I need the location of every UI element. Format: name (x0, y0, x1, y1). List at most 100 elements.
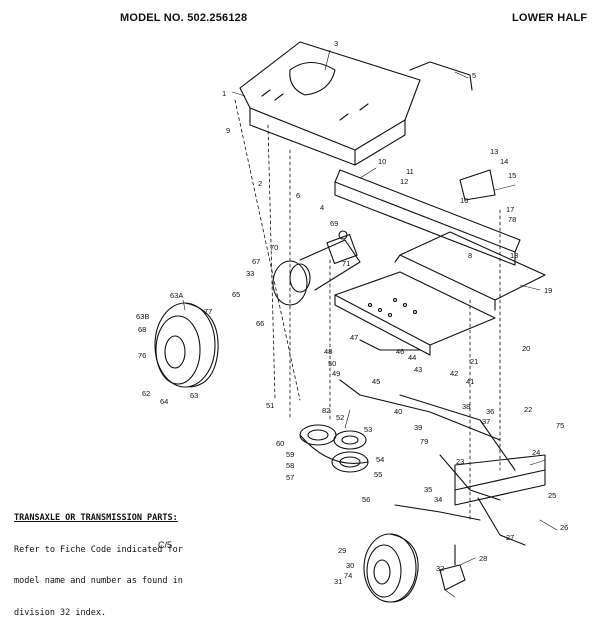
part-28: 28 (479, 554, 487, 563)
note-line-1: Refer to Fiche Code indicated for (14, 544, 183, 555)
part-26: 26 (560, 523, 568, 532)
part-67: 67 (252, 257, 260, 266)
part-33: 33 (246, 269, 254, 278)
part-63a: 63A (170, 291, 183, 300)
part-55: 55 (374, 470, 382, 479)
part-76: 76 (138, 351, 146, 360)
rear-tire (154, 302, 219, 388)
part-34: 34 (434, 495, 442, 504)
part-5: 5 (472, 71, 476, 80)
part-38: 38 (462, 402, 470, 411)
part-74: 74 (344, 571, 352, 580)
projection-lines (234, 99, 501, 521)
part-71: 71 (342, 259, 350, 268)
part-20: 20 (522, 344, 530, 353)
frame-rails (334, 169, 521, 266)
part-46: 46 (396, 347, 404, 356)
part-4: 4 (320, 203, 324, 212)
part-15: 15 (508, 171, 516, 180)
transaxle-assembly (272, 230, 361, 306)
part-68: 68 (138, 325, 146, 334)
part-19: 19 (544, 286, 552, 295)
part-8: 8 (468, 251, 472, 260)
part-10: 10 (378, 157, 386, 166)
part-21: 21 (470, 357, 478, 366)
footrest-pan-upper (394, 231, 546, 311)
part-47: 47 (350, 333, 358, 342)
part-48: 48 (324, 347, 332, 356)
part-2: 2 (258, 179, 262, 188)
part-37: 37 (482, 417, 490, 426)
part-6: 6 (296, 191, 300, 200)
part-70: 70 (270, 243, 278, 252)
part-53: 53 (364, 425, 372, 434)
part-27: 27 (506, 533, 514, 542)
part-36: 36 (486, 407, 494, 416)
part-22: 22 (524, 405, 532, 414)
exploded-parts-diagram: 1 2 3 4 5 6 8 9 10 11 12 13 14 15 16 17 … (136, 39, 568, 603)
part-79: 79 (420, 437, 428, 446)
part-50: 50 (328, 359, 336, 368)
note-line-3: division 32 index. (14, 607, 107, 618)
part-63: 63 (190, 391, 198, 400)
footrest-pan-lower (334, 271, 496, 356)
section-heading: LOWER HALF (512, 12, 588, 24)
part-44: 44 (408, 353, 416, 362)
part-54: 54 (376, 455, 384, 464)
part-1: 1 (222, 89, 226, 98)
part-31: 31 (334, 577, 342, 586)
part-69: 69 (330, 219, 338, 228)
part-callouts: 1 2 3 4 5 6 8 9 10 11 12 13 14 15 16 17 … (136, 39, 568, 586)
front-axle (454, 454, 546, 546)
part-35: 35 (424, 485, 432, 494)
part-58: 58 (286, 461, 294, 470)
part-59: 59 (286, 450, 294, 459)
leader-lines (182, 49, 558, 598)
fiche-code: C/5 (158, 540, 173, 550)
part-60: 60 (276, 439, 284, 448)
part-66: 66 (256, 319, 264, 328)
part-25: 25 (548, 491, 556, 500)
part-16: 16 (460, 196, 468, 205)
part-82: 82 (322, 406, 330, 415)
part-56: 56 (362, 495, 370, 504)
transaxle-note: TRANSAXLE OR TRANSMISSION PARTS: Refer t… (14, 492, 183, 629)
front-tire (363, 533, 419, 603)
part-41: 41 (466, 377, 474, 386)
part-3: 3 (334, 39, 338, 48)
part-63b: 63B (136, 312, 149, 321)
part-64: 64 (160, 397, 168, 406)
part-57: 57 (286, 473, 294, 482)
part-17: 17 (506, 205, 514, 214)
part-9: 9 (226, 126, 230, 135)
part-42: 42 (450, 369, 458, 378)
part-78: 78 (508, 215, 516, 224)
part-49: 49 (332, 369, 340, 378)
part-32: 32 (436, 564, 444, 573)
part-23: 23 (456, 457, 464, 466)
part-30: 30 (346, 561, 354, 570)
note-line-2: model name and number as found in (14, 576, 183, 586)
part-11: 11 (406, 167, 414, 176)
spindle (439, 544, 466, 591)
part-43: 43 (414, 365, 422, 374)
part-18: 18 (510, 251, 518, 260)
part-45: 45 (372, 377, 380, 386)
part-29: 29 (338, 546, 346, 555)
part-12: 12 (400, 177, 408, 186)
part-62: 62 (142, 389, 150, 398)
part-51: 51 (266, 401, 274, 410)
part-14: 14 (500, 157, 508, 166)
part-39: 39 (414, 423, 422, 432)
frame-plate (239, 41, 421, 166)
drive-pulleys (299, 424, 369, 473)
note-title: TRANSAXLE OR TRANSMISSION PARTS: (14, 513, 178, 523)
shift-lever (409, 61, 473, 91)
model-number-heading: MODEL NO. 502.256128 (120, 12, 248, 24)
part-65: 65 (232, 290, 240, 299)
part-75: 75 (556, 421, 564, 430)
part-77: 77 (204, 307, 212, 316)
part-24: 24 (532, 448, 540, 457)
part-40: 40 (394, 407, 402, 416)
part-52: 52 (336, 413, 344, 422)
